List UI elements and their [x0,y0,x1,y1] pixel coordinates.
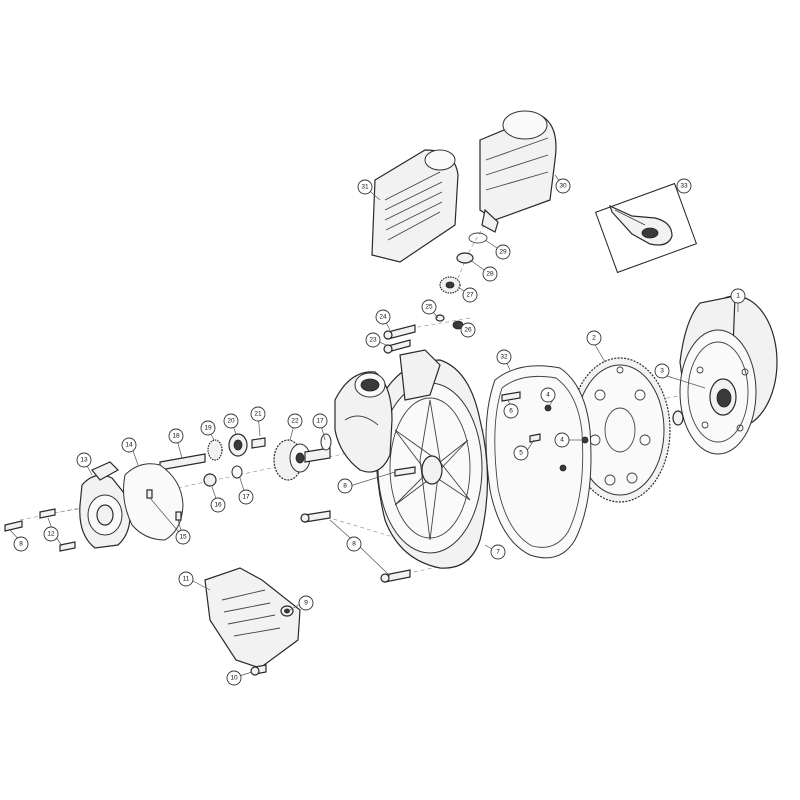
callout-28: 28 [482,266,498,282]
callout-9: 9 [298,595,314,611]
callout-20: 20 [223,413,239,429]
callout-23: 23 [365,332,381,348]
callout-24: 24 [375,309,391,325]
svg-text:22: 22 [291,418,299,425]
callout-15: 15 [175,529,191,545]
starter-protection-guard [204,567,301,669]
callout-17b: 17 [238,489,254,505]
svg-text:3: 3 [660,368,664,375]
svg-text:8: 8 [19,541,23,548]
callout-1: 1 [730,288,746,304]
svg-text:15: 15 [179,534,187,541]
starter-motor-cover [371,149,459,263]
svg-text:31: 31 [361,184,369,191]
callout-8b: 8 [346,536,362,552]
svg-text:2: 2 [592,335,596,342]
svg-text:4: 4 [560,437,564,444]
svg-text:23: 23 [369,337,377,344]
svg-text:13: 13 [80,457,88,464]
callout-16: 16 [210,497,226,513]
svg-text:29: 29 [499,249,507,256]
callout-19: 19 [200,420,216,436]
svg-text:32: 32 [500,354,508,361]
svg-text:8: 8 [352,541,356,548]
callout-21: 21 [250,406,266,422]
callout-3: 3 [654,363,670,379]
svg-text:26: 26 [464,327,472,334]
svg-text:10: 10 [230,675,238,682]
callout-13: 13 [76,452,92,468]
svg-text:12: 12 [47,531,55,538]
svg-text:8: 8 [343,483,347,490]
callout-8a: 8 [337,478,353,494]
callout-17a: 17 [312,413,328,429]
guard-fasteners [250,605,294,676]
cover-bolts [300,466,416,583]
svg-text:11: 11 [183,576,190,583]
svg-text:24: 24 [379,314,387,321]
callout-22: 22 [287,413,303,429]
callout-4a: 4 [540,387,556,403]
starter-ring-gear [569,357,671,503]
svg-text:17: 17 [316,418,324,425]
svg-text:21: 21 [254,411,262,418]
svg-text:16: 16 [214,502,222,509]
svg-text:6: 6 [509,408,513,415]
pump-housing [334,349,441,473]
starter-motor [479,110,557,233]
svg-text:7: 7 [496,549,500,556]
small-fasteners-left [4,489,182,552]
callout-2: 2 [586,330,602,346]
callouts: 1 2 3 4 4 5 6 7 8 8 8 9 10 11 12 13 14 1… [13,178,746,686]
callout-7: 7 [490,544,506,560]
svg-text:5: 5 [519,450,523,457]
callout-25: 25 [421,299,437,315]
svg-text:4: 4 [546,392,550,399]
callout-11: 11 [178,571,194,587]
callout-29: 29 [495,244,511,260]
pump-shaft-parts [159,433,332,487]
flywheel-rotor [679,295,778,455]
intermediate-gear [273,439,331,481]
svg-text:18: 18 [172,433,180,440]
upper-bolts [383,324,416,354]
svg-text:9: 9 [304,600,308,607]
callout-12: 12 [43,526,59,542]
callout-30: 30 [555,178,571,194]
svg-text:28: 28 [486,271,494,278]
svg-text:30: 30 [559,183,567,190]
callout-4b: 4 [554,432,570,448]
svg-text:20: 20 [227,418,235,425]
callout-5: 5 [513,445,529,461]
svg-text:25: 25 [425,304,433,311]
callout-10: 10 [226,670,242,686]
starter-small-parts [435,232,488,330]
callout-6: 6 [503,403,519,419]
callout-32: 32 [496,349,512,365]
water-pump [79,461,131,549]
callout-18: 18 [168,428,184,444]
inset-part-33 [594,182,698,274]
svg-text:1: 1 [736,293,740,300]
callout-14: 14 [121,437,137,453]
callout-33: 33 [676,178,692,194]
svg-text:33: 33 [680,183,688,190]
svg-text:17: 17 [242,494,250,501]
callout-26: 26 [460,322,476,338]
svg-text:27: 27 [466,292,474,299]
ignition-cover [375,359,489,569]
svg-text:19: 19 [204,425,212,432]
svg-text:14: 14 [125,442,133,449]
callout-27: 27 [462,287,478,303]
callout-8c: 8 [13,536,29,552]
ring-gear-fasteners [501,391,684,472]
callout-31: 31 [357,179,373,195]
